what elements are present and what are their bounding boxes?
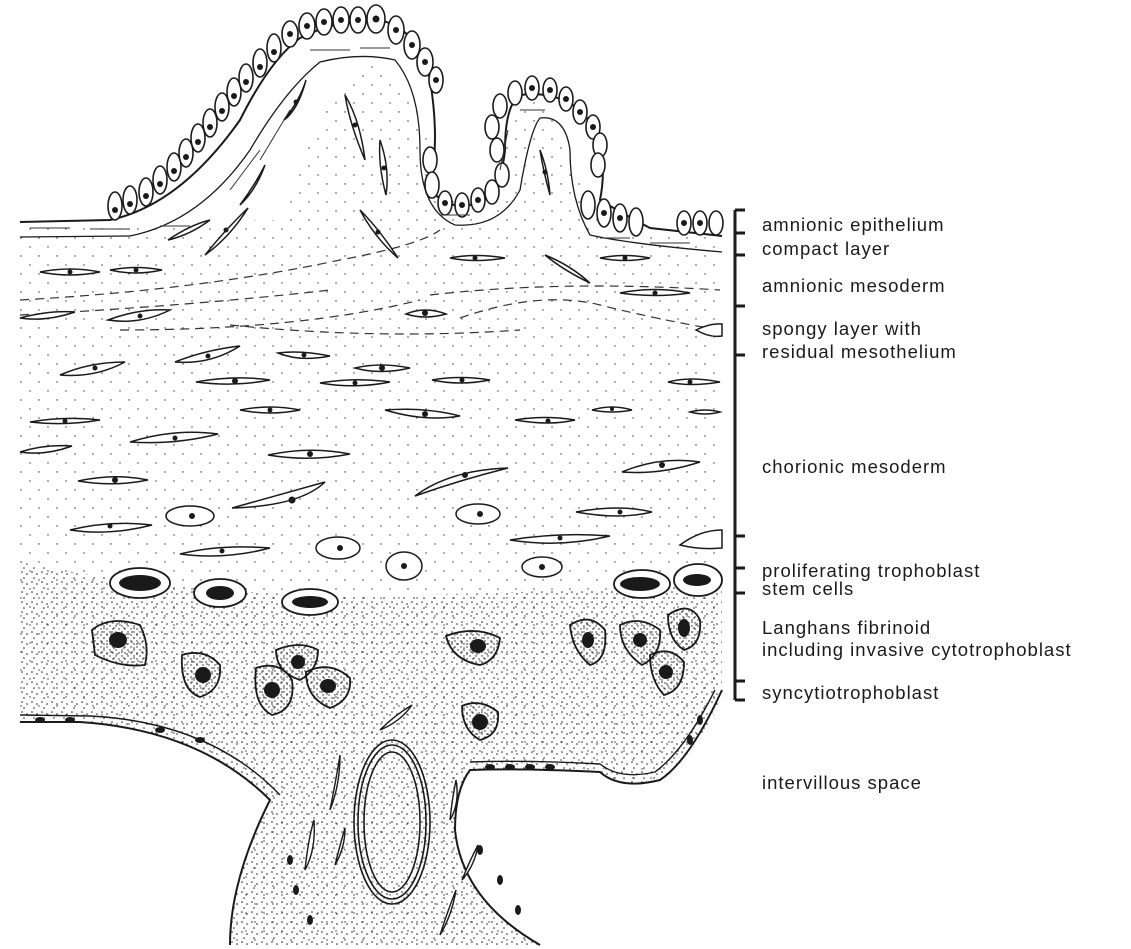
label-amnionic-epithelium: amnionic epithelium [762, 214, 945, 235]
layer-bracket-scale [720, 200, 750, 720]
label-spongy-layer-line2: residual mesothelium [762, 341, 957, 362]
label-amnionic-mesoderm: amnionic mesoderm [762, 275, 946, 296]
label-compact-layer: compact layer [762, 238, 890, 259]
label-proliferating-line2: stem cells [762, 578, 854, 599]
label-intervillous-space: intervillous space [762, 772, 922, 793]
label-langhans-line1: Langhans fibrinoid [762, 617, 931, 638]
label-spongy-layer-line1: spongy layer with [762, 318, 922, 339]
label-langhans-line2: including invasive cytotrophoblast [762, 639, 1072, 660]
label-chorionic-mesoderm: chorionic mesoderm [762, 456, 947, 477]
label-syncytiotrophoblast: syncytiotrophoblast [762, 682, 939, 703]
